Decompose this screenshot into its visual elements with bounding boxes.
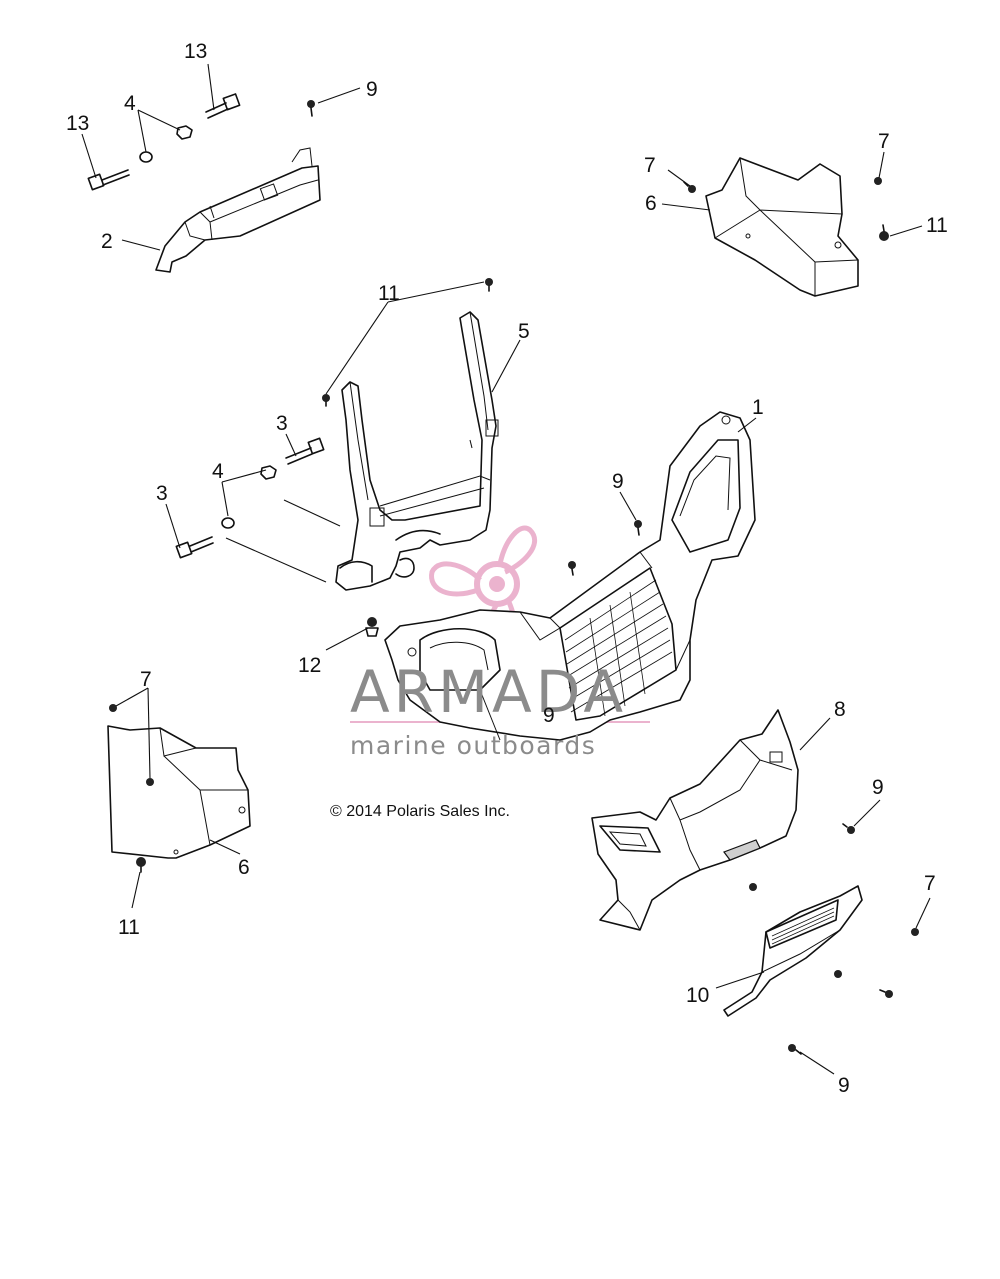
- screw-11-upper-icon: [879, 224, 889, 241]
- bolt-13-left-icon: [87, 169, 130, 191]
- callout-9-watermark: 9: [543, 704, 555, 727]
- screw-7-skid-icons: [834, 928, 919, 998]
- part-10-skid-plate: [723, 885, 863, 1017]
- part-2-bracket: [155, 147, 321, 273]
- bolt-3-upper-icon: [285, 437, 325, 465]
- callout-8: 8: [834, 698, 846, 721]
- assembly-line-2: [225, 537, 327, 583]
- callout-10: 10: [686, 984, 709, 1007]
- callout-11-frame: 11: [378, 282, 400, 305]
- callout-12: 12: [298, 654, 321, 677]
- callout-6-lower: 6: [238, 856, 250, 879]
- part-6-upper-shield: [705, 157, 859, 297]
- callout-1: 1: [752, 396, 764, 419]
- callout-13-left: 13: [66, 112, 89, 135]
- callout-9-grille: 9: [612, 470, 624, 493]
- callout-7-upper-left: 7: [644, 154, 656, 177]
- part-1-front-grille: [384, 411, 756, 741]
- leader-lines: [81, 63, 931, 1075]
- callout-5: 5: [518, 320, 530, 343]
- callout-9-bottom: 9: [838, 1074, 850, 1097]
- callout-13-top: 13: [184, 40, 207, 63]
- nut-4-middle-icon: [221, 465, 277, 529]
- bolt-3-lower-icon: [175, 536, 214, 559]
- callout-labels: 13 13 4 9 2 7 7 6 11 11 5 3 4 3 1 9 12 9…: [66, 40, 948, 1097]
- callout-3-upper: 3: [276, 412, 288, 435]
- push-rivet-12-icon: [365, 617, 379, 637]
- callout-7-upper-right: 7: [878, 130, 890, 153]
- callout-11-lower: 11: [118, 916, 140, 939]
- bolt-13-top-icon: [205, 93, 241, 119]
- callout-3-lower: 3: [156, 482, 168, 505]
- copyright-notice: © 2014 Polaris Sales Inc.: [330, 803, 510, 820]
- part-6-lower-shield: [107, 725, 251, 859]
- callout-2: 2: [101, 230, 113, 253]
- screw-9-bumper-icons: [749, 823, 855, 891]
- callout-9-bumper: 9: [872, 776, 884, 799]
- screw-9-grille-icons: [568, 520, 642, 576]
- callout-4-middle: 4: [212, 460, 224, 483]
- screw-7-lower-left-icon: [109, 704, 154, 786]
- callout-11-upper: 11: [926, 214, 948, 237]
- part-8-lower-bumper: [591, 709, 799, 931]
- part-5-tube-frame: [335, 311, 499, 591]
- callout-6-upper: 6: [645, 192, 657, 215]
- watermark-subtitle: marine outboards: [350, 731, 596, 760]
- callout-7-lower-left: 7: [140, 668, 152, 691]
- screw-11-frame-icons: [322, 278, 493, 407]
- watermark-title: ARMADA: [350, 658, 627, 726]
- callout-9-top: 9: [366, 78, 378, 101]
- nut-4-top-icon: [139, 125, 193, 163]
- screw-9-top-icon: [307, 100, 315, 117]
- screw-11-lower-left-icon: [136, 857, 146, 873]
- callout-4-top: 4: [124, 92, 136, 115]
- assembly-line-1: [283, 499, 341, 527]
- callout-7-skid: 7: [924, 872, 936, 895]
- screw-9-skid-icon: [788, 1044, 802, 1055]
